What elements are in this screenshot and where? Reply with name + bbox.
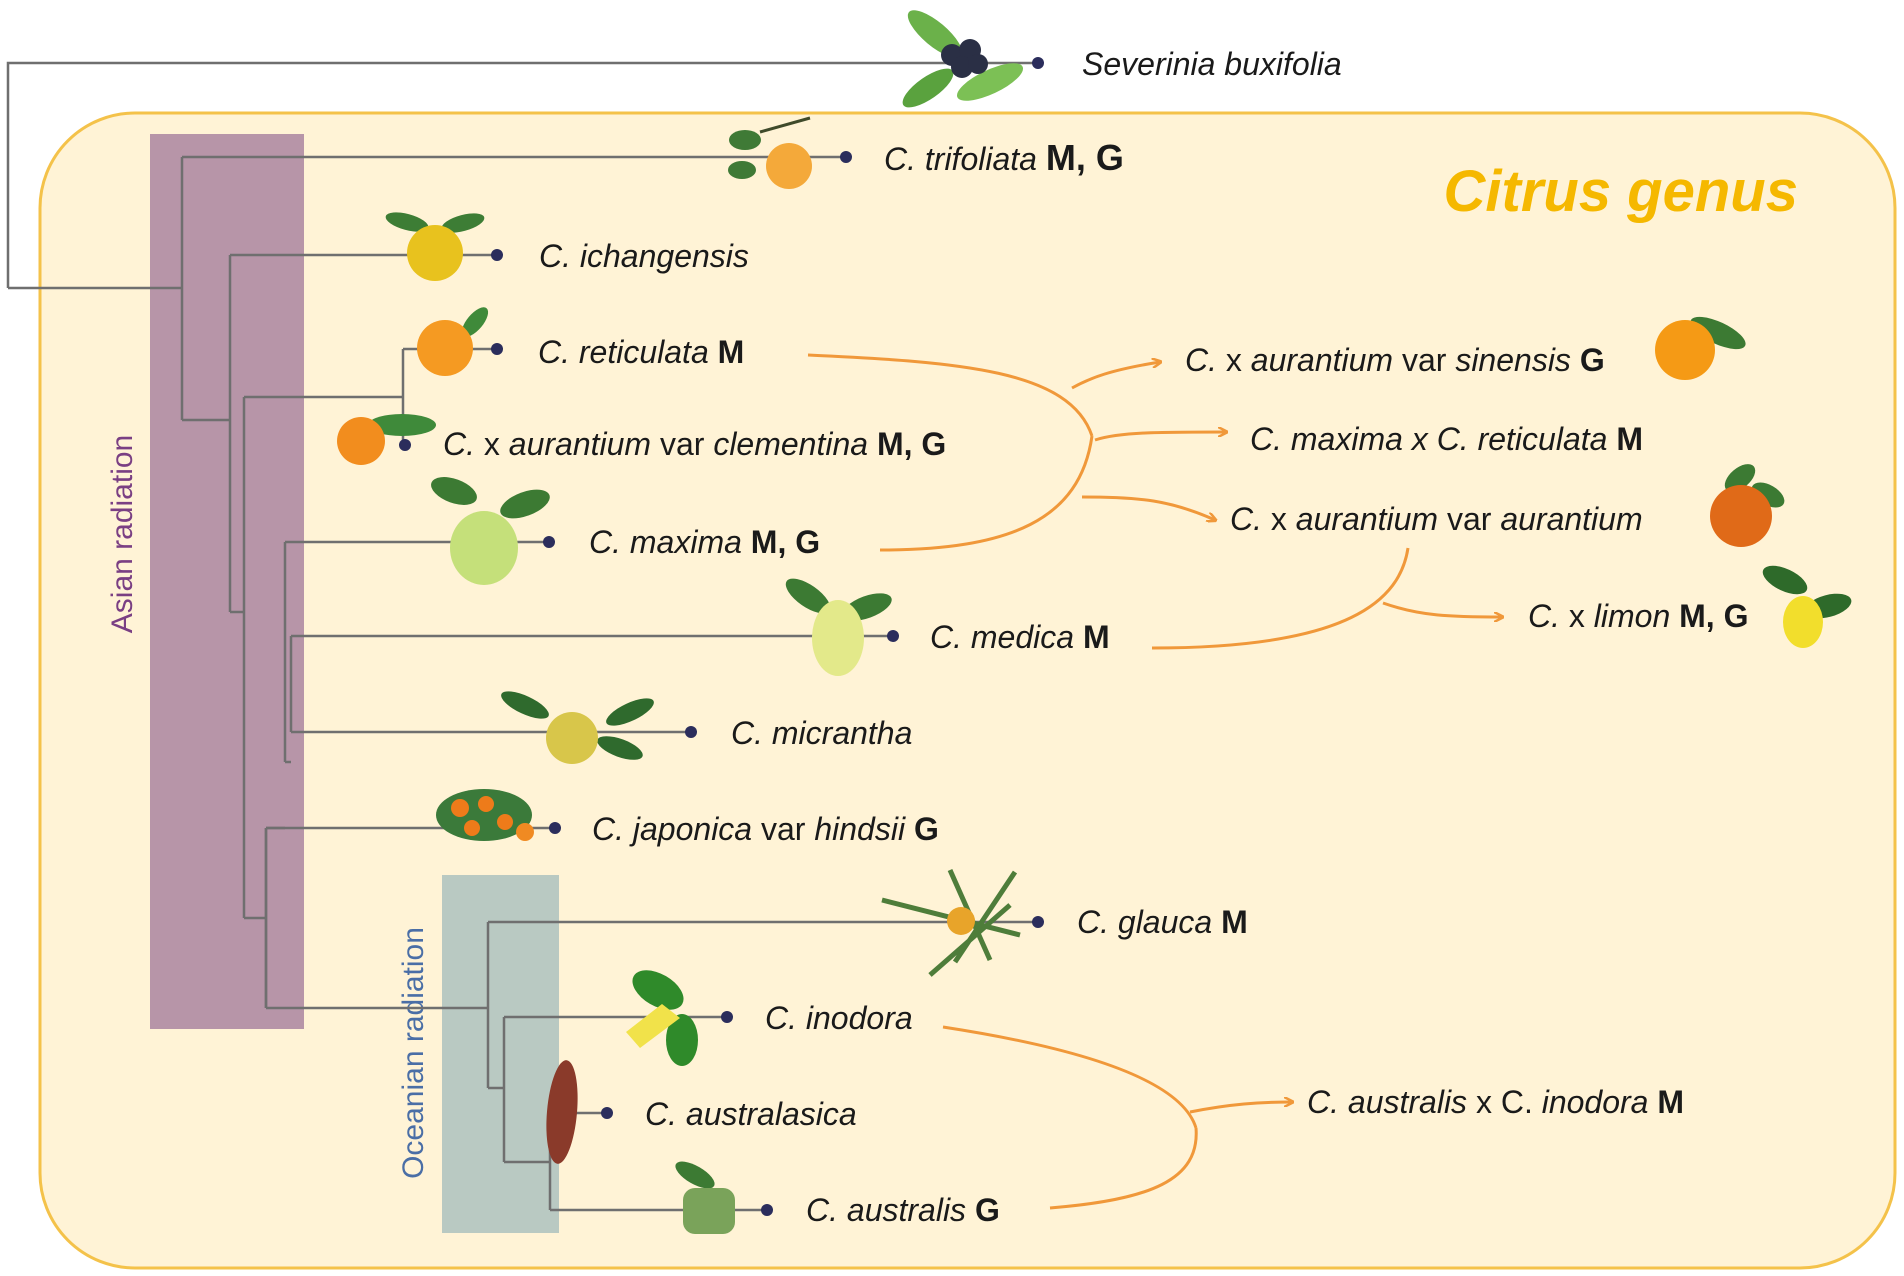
tip-dot [840,151,852,163]
label-japonica: C. japonica var hindsii G [592,811,939,847]
label-micrantha: C. micrantha [731,715,912,751]
hybrid-second-parent: inodora [1533,1084,1649,1120]
yellow-fruit-icon [385,212,485,281]
australis-parent-curve [1049,1127,1198,1210]
label-trifoliata: C. trifoliata M, G [884,137,1124,178]
sweet-orange-icon [1655,316,1746,380]
label-clementina: C. x aurantium var clementina M, G [443,426,946,462]
trifoliate-orange-icon [728,116,812,189]
label-hybrid-sinensis: C. x aurantium var sinensis G [1185,342,1605,378]
sour-orange-icon [1710,464,1785,547]
label-australis: C. australis G [806,1192,1000,1228]
arrow-to-sinensis [1071,362,1160,390]
tip-dot [491,249,503,261]
tip-dot [685,726,697,738]
label-ichangensis: C. ichangensis [539,238,749,274]
tip-dot [761,1204,773,1216]
lemon-icon [1762,565,1852,648]
pummelo-icon [431,477,550,585]
asian-radiation-band [150,134,304,1029]
tip-dot [549,822,561,834]
label-maxima: C. maxima M, G [589,524,820,560]
label-glauca: C. glauca M [1077,904,1248,940]
tip-dot [1032,916,1044,928]
tip-dot [721,1011,733,1023]
arrow-to-aurantium [1081,495,1215,520]
desert-lime-icon [881,868,1021,977]
label-medica: C. medica M [930,619,1110,655]
tip-dot [887,630,899,642]
clementine-icon [337,414,436,465]
arrow-to-maxima-x-reticulata [1094,432,1226,442]
kumquat-icon [436,789,534,841]
label-hybrid-limon: C. x limon M, G [1528,598,1748,634]
oceanian-radiation-label: Oceanian radiation [397,927,430,1179]
black-berries-icon [902,10,1024,108]
tip-dot [601,1107,613,1119]
arrow-to-australis-x-inodora [1189,1102,1292,1114]
label-inodora: C. inodora [765,1000,913,1036]
arrow-to-limon [1382,601,1502,617]
genus-title: Citrus genus [1444,159,1799,224]
oceanian-radiation-band [442,875,559,1233]
russell-river-lime-icon [626,970,698,1066]
label-australasica: C. australasica [645,1096,857,1132]
tip-dot [399,439,411,451]
medica-parent-curve [1151,547,1410,650]
tip-dot [543,536,555,548]
hybridization-arrows [807,353,1502,1210]
citron-icon [785,578,892,676]
reticulata-parent-curve [807,353,1094,437]
label-hybrid-aurantium: C. x aurantium var aurantium [1230,501,1643,537]
label-hybrid-australis-x-inodora: C. australis x C. inodora M [1307,1084,1684,1120]
micrantha-fruit-icon [501,691,654,764]
label-hybrid-maxima-x-reticulata: C. maxima x C. reticulata M [1250,421,1643,457]
tip-dot [1032,57,1044,69]
maxima-parent-curve [879,435,1094,552]
label-severinia-buxifolia: Severinia buxifolia [1082,46,1342,82]
mandarin-icon [417,307,489,376]
round-lime-icon [675,1161,735,1234]
inodora-parent-curve [942,1025,1198,1129]
finger-lime-icon [546,1060,578,1164]
label-reticulata: C. reticulata M [538,334,744,370]
asian-radiation-label: Asian radiation [106,435,139,633]
tip-dots [399,57,1044,1216]
tip-dot [491,343,503,355]
